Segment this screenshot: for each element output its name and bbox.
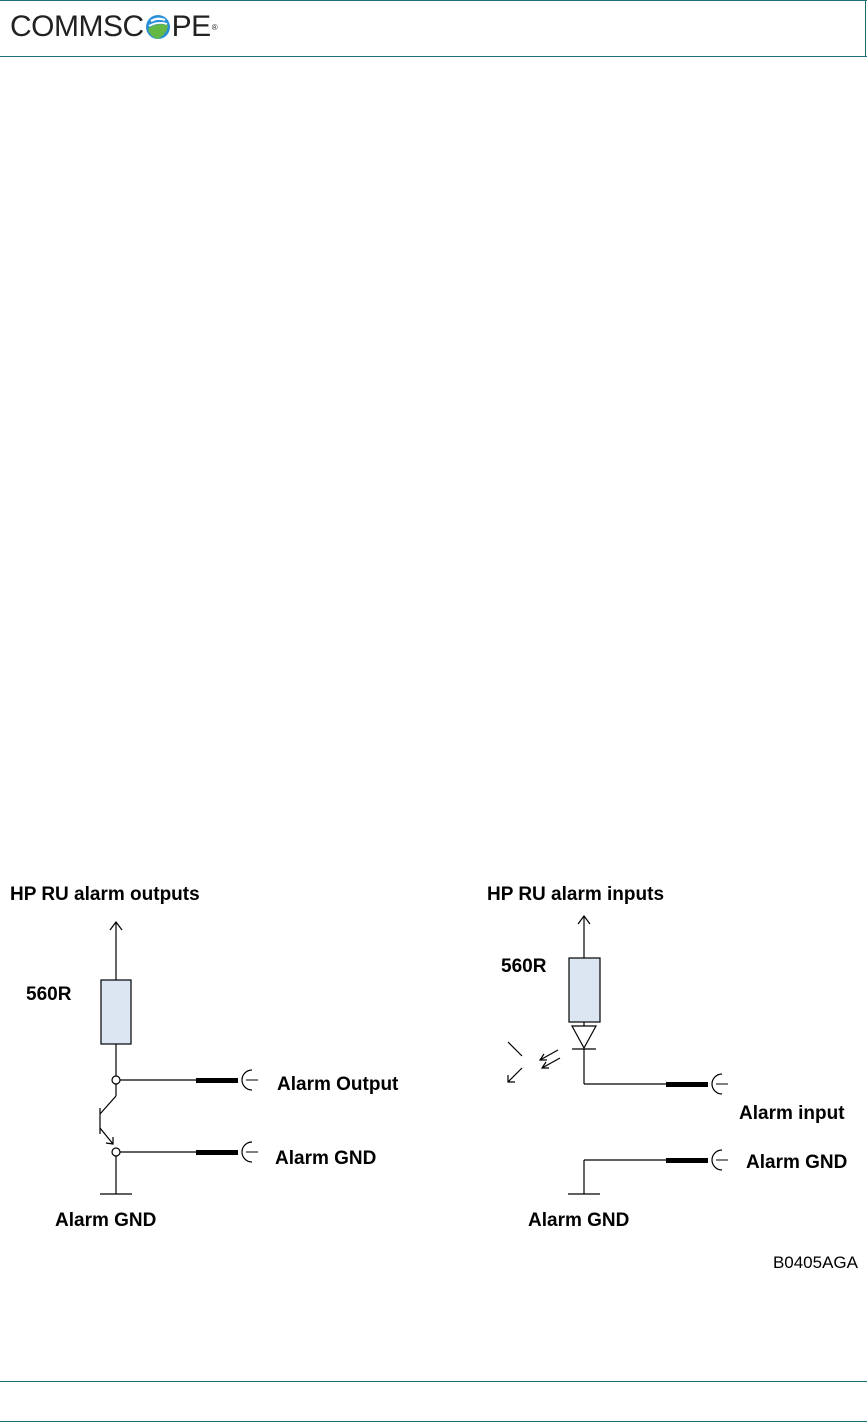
- logo-registered-mark: ®: [212, 23, 218, 32]
- outputs-resistor: [101, 980, 131, 1044]
- outputs-output-plug: [196, 1078, 238, 1083]
- footer-top-rule: [0, 1381, 867, 1382]
- outputs-transistor-collector: [100, 1096, 116, 1114]
- inputs-terminal-gnd-label: Alarm GND: [746, 1152, 847, 1173]
- inputs-input-plug: [666, 1082, 708, 1087]
- commscope-logo: COMMSC PE ®: [10, 9, 218, 45]
- outputs-node-bottom: [112, 1148, 120, 1156]
- inputs-resistor: [569, 958, 600, 1022]
- logo-text-right: PE: [172, 9, 211, 45]
- outputs-node-top: [112, 1076, 120, 1084]
- logo-globe-icon: [145, 14, 171, 40]
- outputs-terminal-output-label: Alarm Output: [277, 1074, 399, 1095]
- outputs-ground-label: Alarm GND: [55, 1210, 156, 1231]
- inputs-phototransistor-emitter: [508, 1068, 522, 1082]
- outputs-transistor-emitter: [100, 1128, 113, 1144]
- outputs-resistor-label: 560R: [26, 984, 72, 1005]
- outputs-connectors: [196, 1070, 258, 1162]
- inputs-phototransistor-collector: [508, 1042, 522, 1056]
- header-top-rule: [0, 0, 867, 1]
- outputs-gnd-plug: [196, 1150, 238, 1155]
- inputs-led-diode-icon: [572, 1026, 596, 1048]
- inputs-connectors: [666, 1074, 728, 1170]
- alarm-circuit-diagram: HP RU alarm outputs 560R Alarm Output Al…: [0, 860, 867, 1280]
- inputs-resistor-label: 560R: [501, 956, 547, 977]
- footer-bottom-rule: [0, 1421, 867, 1422]
- inputs-title: HP RU alarm inputs: [487, 884, 664, 905]
- logo-text-left: COMMSC: [10, 9, 144, 45]
- outputs-circuit: [100, 922, 196, 1194]
- inputs-gnd-plug: [666, 1158, 708, 1163]
- inputs-ground-label: Alarm GND: [528, 1210, 629, 1231]
- figure-code: B0405AGA: [773, 1253, 859, 1272]
- outputs-title: HP RU alarm outputs: [10, 884, 200, 905]
- header-bottom-rule: [0, 56, 867, 57]
- outputs-terminal-gnd-label: Alarm GND: [275, 1148, 376, 1169]
- header-right-rule: [865, 0, 866, 56]
- inputs-terminal-input-label: Alarm input: [739, 1103, 845, 1124]
